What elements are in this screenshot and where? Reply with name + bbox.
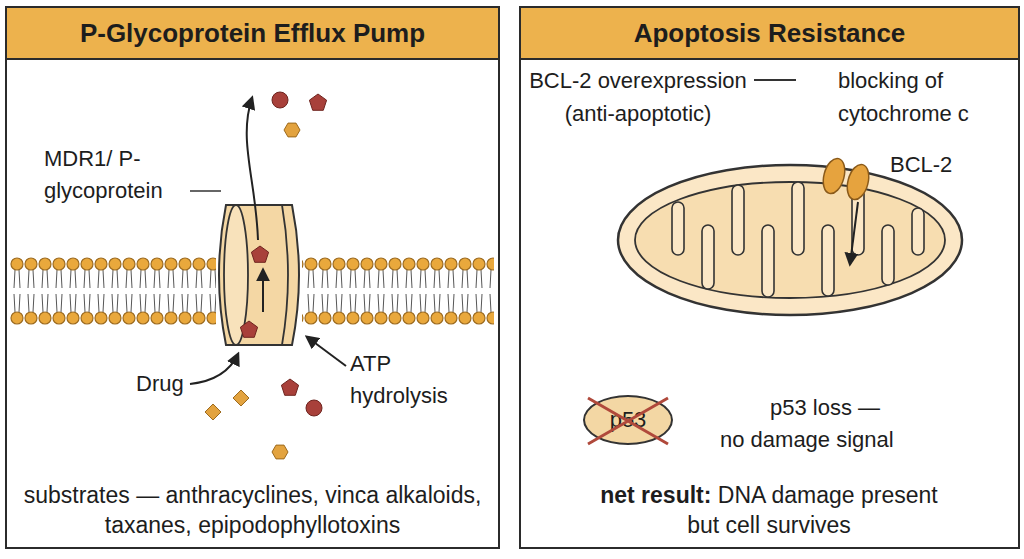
gene-name-text: p53	[610, 407, 647, 432]
panel-title-text: P-Glycoprotein Efflux Pump	[80, 18, 425, 48]
channel-rim	[224, 205, 248, 345]
protein-label: MDR1/ P-glycoprotein	[44, 143, 204, 207]
crista	[882, 225, 894, 285]
drug-molecule	[309, 94, 326, 110]
drug-molecule	[233, 390, 249, 406]
crista	[702, 225, 714, 289]
channel-rim	[282, 205, 288, 345]
crista	[672, 202, 684, 255]
mechanism-label: BCL-2 overexpression (anti-apoptotic)	[522, 64, 754, 130]
leader-line	[190, 190, 221, 192]
crista	[822, 225, 834, 296]
panel-title: P-Glycoprotein Efflux Pump	[7, 8, 498, 60]
panel-title-text: Apoptosis Resistance	[634, 18, 906, 48]
mitochondrion	[618, 165, 962, 315]
lipid-bilayer	[302, 254, 494, 328]
drug-molecule	[272, 445, 288, 459]
bcl2-protein	[820, 156, 849, 196]
drug-molecule	[272, 92, 288, 108]
inner-membrane	[635, 182, 945, 298]
efflux-arrow	[247, 98, 258, 240]
panel-footnote: substrates — anthracyclines, vinca alkal…	[15, 480, 490, 540]
crista	[852, 188, 864, 255]
crista	[792, 182, 804, 255]
leader-arrow	[307, 337, 346, 366]
flow-arrow	[262, 270, 264, 312]
mechanism-label: p53 loss — no damage signal	[720, 392, 905, 456]
crista	[732, 185, 744, 255]
drug-molecule	[205, 404, 221, 420]
panel-footnote-text: net result:	[600, 482, 711, 508]
panel-footnote: net result:DNA damage present but cell s…	[584, 480, 954, 540]
panel-footnote-text: substrates — anthracyclines, vinca alkal…	[24, 482, 482, 538]
gene-oval: p53	[583, 395, 673, 445]
bcl2-protein	[844, 162, 873, 202]
crista	[762, 225, 774, 297]
drug-molecule	[306, 400, 322, 416]
drug-label: Drug	[136, 369, 184, 399]
drug-molecule	[251, 246, 268, 262]
energy-label: ATP hydrolysis	[350, 348, 460, 412]
panel-title: Apoptosis Resistance	[521, 8, 1018, 60]
leader-arrow	[190, 354, 238, 384]
effect-label: blocking of cytochrome c	[838, 64, 988, 130]
crista	[912, 208, 924, 255]
panel-footnote-text: DNA damage present but cell survives	[687, 482, 938, 538]
drug-molecule	[281, 379, 298, 395]
drug-molecule	[284, 123, 300, 137]
lipid-bilayer	[10, 254, 216, 328]
drug-molecule	[240, 321, 257, 337]
block-arrow	[850, 202, 858, 264]
protein-label: BCL-2	[890, 150, 952, 180]
pump-channel	[219, 205, 299, 345]
connector-dash	[754, 79, 796, 81]
gene-name: p53	[610, 408, 647, 432]
panel: P-Glycoprotein Efflux Pump substrates — a…	[5, 6, 500, 549]
